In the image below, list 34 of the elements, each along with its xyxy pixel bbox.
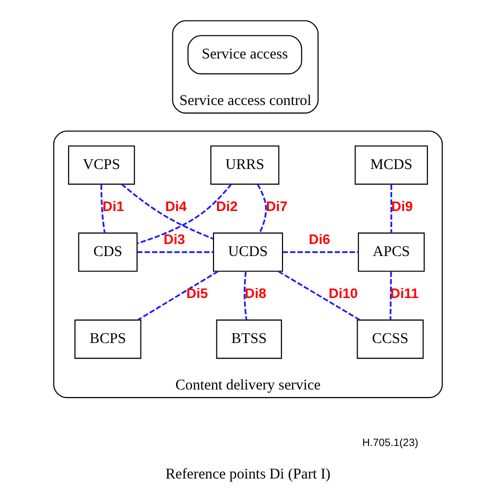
connector [282, 251, 358, 253]
edge-label: Di10 [328, 286, 358, 302]
edge-label: Di5 [186, 286, 208, 302]
connector [137, 251, 214, 253]
connector [100, 184, 106, 234]
connector [137, 270, 218, 321]
connector [256, 184, 267, 234]
connector [244, 272, 248, 320]
connector [136, 184, 232, 244]
edge-label: Di9 [391, 199, 413, 214]
node-box: UCDS [212, 232, 284, 272]
node-box: URRS [210, 145, 280, 185]
node-box: APCS [358, 232, 425, 272]
connector [390, 184, 392, 233]
edge-label: Di8 [244, 286, 266, 302]
edge-label: Di3 [164, 232, 186, 248]
edge-label: Di6 [308, 232, 330, 248]
label: H.705.1(23) [362, 436, 418, 449]
connector [121, 184, 214, 240]
node-box: MCDS [354, 145, 428, 185]
caption: Reference points Di (Part I) [165, 466, 331, 482]
connector [278, 270, 360, 321]
connector [390, 272, 392, 320]
node-box: VCPS [68, 145, 135, 185]
edge-label: Di4 [165, 199, 187, 214]
node-box: BTSS [216, 320, 282, 359]
edge-label: Di2 [216, 199, 238, 214]
node-box: Service access [188, 35, 302, 74]
edge-label: Di11 [390, 286, 419, 302]
node-box: CDS [78, 232, 138, 272]
node-box: BCPS [74, 320, 142, 359]
edge-label: Di1 [102, 199, 124, 214]
node-box: CCSS [356, 320, 424, 359]
edge-label: Di7 [266, 199, 288, 214]
